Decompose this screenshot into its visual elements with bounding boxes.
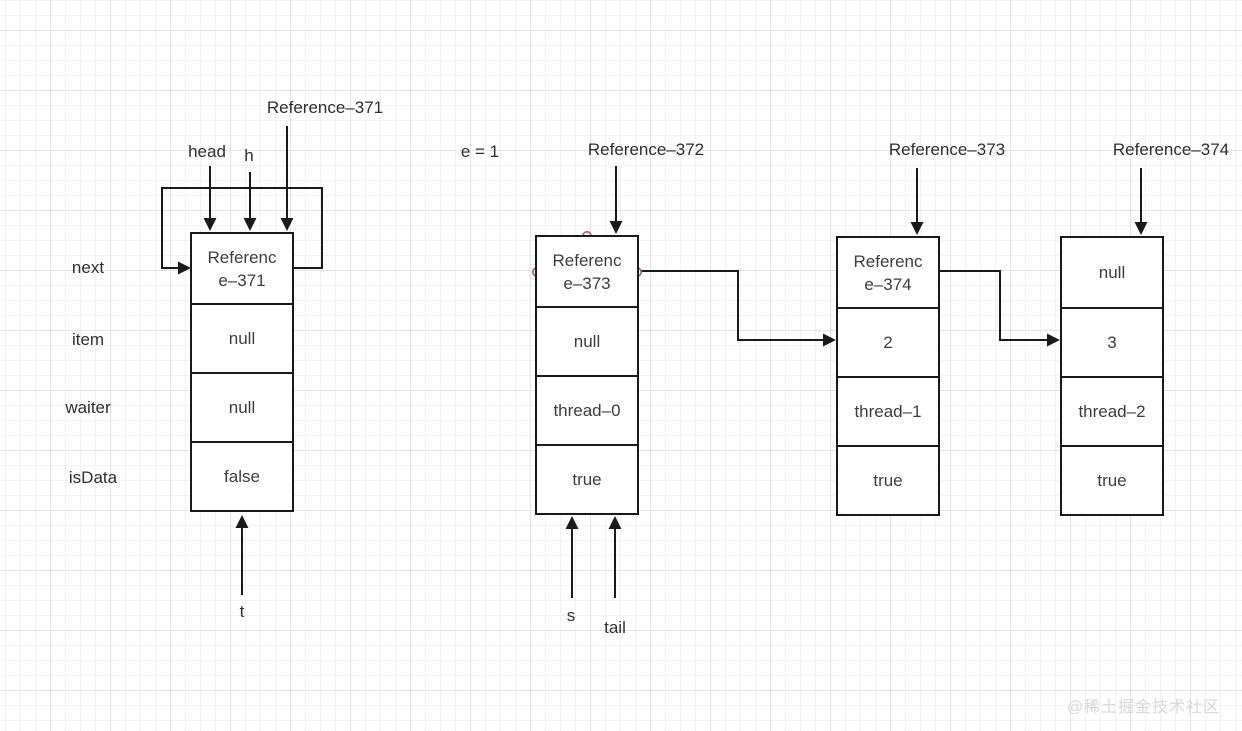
node-box-373[interactable]: Referenc e–374 2 thread–1 true xyxy=(836,236,940,516)
reference-371-label[interactable]: Reference–371 xyxy=(266,98,384,117)
node1-cell-next[interactable]: Referenc e–371 xyxy=(207,247,277,290)
field-label-isdata: isData xyxy=(68,468,118,487)
node4-cell-next[interactable]: null xyxy=(1098,263,1126,282)
node2-cell-next[interactable]: Referenc e–373 xyxy=(552,250,622,293)
node4-cell-item[interactable]: 3 xyxy=(1062,307,1162,376)
node3-cell-isdata[interactable]: true xyxy=(838,445,938,514)
node2-to-node3-connector[interactable] xyxy=(637,270,836,347)
node3-to-node4-connector[interactable] xyxy=(938,270,1060,347)
t-label[interactable]: t xyxy=(239,602,245,621)
node1-cell-item[interactable]: null xyxy=(192,303,292,372)
node4-cell-waiter[interactable]: thread–2 xyxy=(1062,376,1162,445)
reference-372-label[interactable]: Reference–372 xyxy=(587,140,705,159)
watermark: @稀土掘金技术社区 xyxy=(1066,699,1220,716)
e-value-label[interactable]: e = 1 xyxy=(460,142,500,161)
node3-cell-waiter[interactable]: thread–1 xyxy=(838,376,938,445)
head-label[interactable]: head xyxy=(188,142,226,161)
node-box-371[interactable]: Referenc e–371 null null false xyxy=(190,232,294,512)
field-label-next: next xyxy=(71,258,105,277)
field-label-item: item xyxy=(71,330,105,349)
node3-cell-next[interactable]: Referenc e–374 xyxy=(853,251,923,294)
node-box-372[interactable]: Referenc e–373 null thread–0 true xyxy=(535,235,639,515)
tail-label[interactable]: tail xyxy=(604,618,626,637)
node4-cell-isdata[interactable]: true xyxy=(1062,445,1162,514)
field-label-waiter: waiter xyxy=(65,398,111,417)
node2-cell-item[interactable]: null xyxy=(537,306,637,375)
reference-374-label[interactable]: Reference–374 xyxy=(1112,140,1230,159)
node-box-374[interactable]: null 3 thread–2 true xyxy=(1060,236,1164,516)
node2-cell-isdata[interactable]: true xyxy=(537,444,637,513)
node3-cell-item[interactable]: 2 xyxy=(838,307,938,376)
node1-cell-waiter[interactable]: null xyxy=(192,372,292,441)
h-label[interactable]: h xyxy=(244,146,254,165)
reference-373-label[interactable]: Reference–373 xyxy=(888,140,1006,159)
node1-cell-isdata[interactable]: false xyxy=(192,441,292,510)
s-label[interactable]: s xyxy=(566,606,576,625)
node2-cell-waiter[interactable]: thread–0 xyxy=(537,375,637,444)
